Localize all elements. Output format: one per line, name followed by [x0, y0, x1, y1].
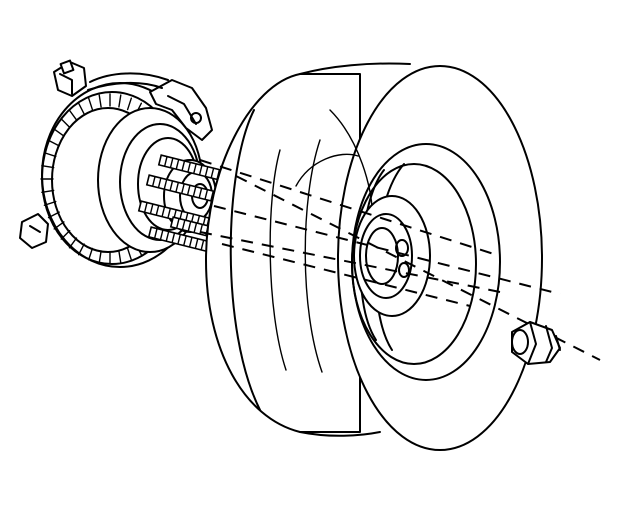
rotor-tooth: [41, 165, 55, 169]
wheel-stud: [147, 226, 221, 255]
rotor-teeth: [40, 93, 143, 265]
sensor-connector: [53, 59, 169, 97]
rotor-tooth: [47, 139, 60, 147]
abs-sensor-bracket: [149, 79, 213, 141]
rotor-tooth: [68, 109, 78, 121]
rotor-tooth: [68, 237, 78, 249]
rotor-tooth: [41, 189, 55, 193]
rotor-tooth: [126, 247, 133, 261]
rotor-tooth: [87, 247, 94, 261]
lug-nut: [511, 321, 561, 365]
rotor-tooth: [118, 250, 122, 264]
rotor-tooth: [43, 152, 57, 158]
tire-wheel-assembly: [205, 62, 543, 451]
rotor-tooth: [126, 97, 133, 111]
rotor-tooth: [98, 94, 102, 108]
rotor-tooth: [53, 221, 65, 230]
hub-rotor-assembly: [19, 59, 217, 268]
wheel-stud: [145, 174, 219, 203]
rotor-tooth: [60, 118, 71, 129]
rotor-tooth: [47, 211, 60, 219]
rotor-tooth: [53, 128, 65, 137]
rotor-tooth: [77, 102, 85, 115]
rotor-tooth: [43, 200, 57, 206]
mounting-lug: [19, 213, 49, 249]
rotor-tooth: [118, 94, 122, 108]
rotor-tooth: [98, 250, 102, 264]
wheel-stud: [157, 154, 231, 183]
rotor-tooth: [77, 243, 85, 256]
rotor-tooth: [87, 97, 94, 111]
rotor-tooth: [60, 229, 71, 240]
